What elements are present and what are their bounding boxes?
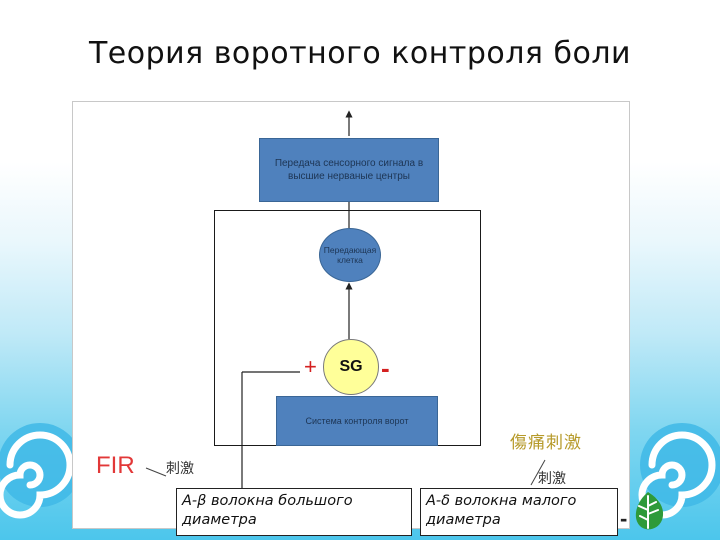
- stimulus-label-right: 刺激: [538, 471, 566, 487]
- slide-title: Теория воротного контроля боли: [88, 36, 632, 71]
- swirl-right-decoration: [638, 423, 720, 519]
- gate-control-box: Система контроля ворот: [276, 396, 438, 446]
- swirl-left-decoration: [0, 423, 82, 519]
- fir-label: FIR: [96, 452, 135, 479]
- small-fiber-box: А-δ волокна малого диаметра: [420, 488, 618, 536]
- dash-mark: -: [620, 506, 628, 531]
- sg-circle: SG: [323, 339, 379, 395]
- plus-sign: +: [304, 354, 317, 379]
- sensory-transmission-box: Передача сенсорного сигнала в высшие нер…: [259, 138, 439, 202]
- pain-stimulus-label: 傷痛刺激: [510, 433, 582, 453]
- stimulus-label-left: 刺激: [166, 461, 194, 477]
- relay-cell-circle: Передающая клетка: [319, 228, 381, 282]
- minus-sign: -: [381, 353, 390, 383]
- large-fiber-box: А-β волокна большого диаметра: [176, 488, 412, 536]
- leaf-icon: [635, 492, 664, 530]
